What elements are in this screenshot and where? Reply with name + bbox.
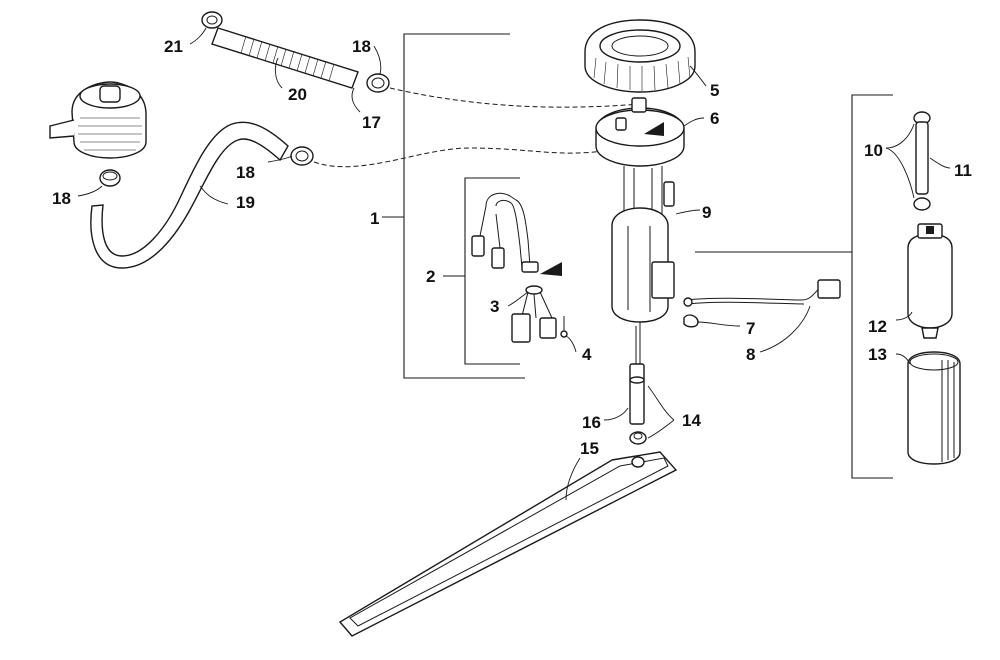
label-3: 3 xyxy=(490,297,499,316)
fuel-pump-12 xyxy=(907,223,953,339)
wire-harness-2 xyxy=(471,192,562,276)
label-16: 16 xyxy=(582,413,601,432)
tube-11 xyxy=(915,121,929,195)
label-18-middle: 18 xyxy=(236,163,255,182)
label-18-upper: 18 xyxy=(352,37,371,56)
bracket-harness-2 xyxy=(443,177,520,365)
pickup-tube-16 xyxy=(629,326,645,425)
clamp-10-bottom xyxy=(913,197,931,211)
label-9: 9 xyxy=(702,203,711,222)
connector-3 xyxy=(511,285,557,343)
label-18-left: 18 xyxy=(52,189,71,208)
label-1: 1 xyxy=(370,209,379,228)
label-2: 2 xyxy=(426,267,435,286)
strap-15 xyxy=(338,451,678,637)
label-8: 8 xyxy=(746,345,755,364)
hose-clamp-18-left xyxy=(99,169,121,187)
label-11: 11 xyxy=(954,161,972,180)
terminal-4 xyxy=(560,316,568,338)
label-6: 6 xyxy=(710,109,719,128)
label-4: 4 xyxy=(582,345,592,364)
label-13: 13 xyxy=(868,345,887,364)
clip-7 xyxy=(683,314,699,328)
callout-labels: 1 2 3 4 5 6 7 8 9 10 11 12 13 14 15 16 1… xyxy=(52,37,972,458)
bracket-assembly-1 xyxy=(382,33,525,379)
label-15: 15 xyxy=(580,439,599,458)
strainer-sleeve-13 xyxy=(907,351,961,465)
label-12: 12 xyxy=(868,317,887,336)
vent-hose-20 xyxy=(211,27,359,89)
routing-line-upper xyxy=(389,87,641,108)
routing-line-lower xyxy=(313,147,611,168)
hose-clamp-21 xyxy=(201,11,223,29)
label-19: 19 xyxy=(236,193,255,212)
label-21: 21 xyxy=(164,37,183,56)
pump-module-9 xyxy=(611,166,675,330)
nut-14 xyxy=(629,431,647,445)
lock-ring-5 xyxy=(584,19,696,93)
hose-clamp-18-upper xyxy=(366,73,390,93)
pump-flange-6 xyxy=(595,97,685,167)
leader-lines xyxy=(77,27,951,501)
label-7: 7 xyxy=(746,319,755,338)
label-20: 20 xyxy=(288,85,307,104)
label-17: 17 xyxy=(362,113,381,132)
label-14: 14 xyxy=(682,411,701,430)
hose-clamp-18-middle xyxy=(290,146,314,166)
bracket-pump-group xyxy=(695,94,893,479)
filler-cap-assembly xyxy=(49,81,147,159)
label-10: 10 xyxy=(864,141,883,160)
label-5: 5 xyxy=(710,81,719,100)
sensor-lead-8 xyxy=(683,279,841,307)
